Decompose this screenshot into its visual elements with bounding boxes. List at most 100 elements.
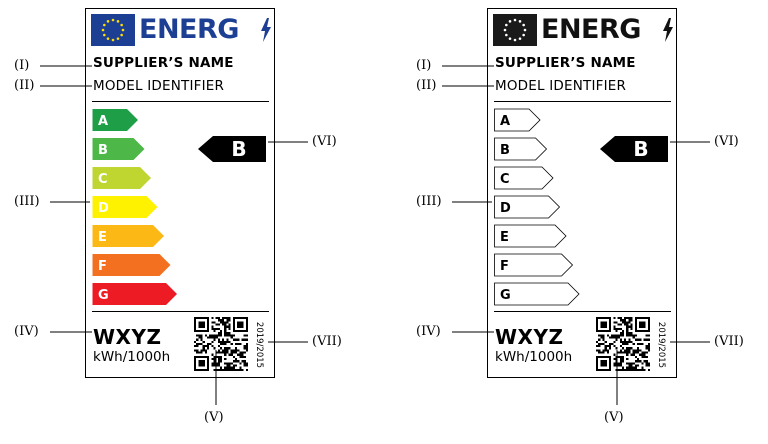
energy-class-f: F	[92, 254, 171, 276]
callout-i: (I)	[416, 58, 432, 73]
flag-star	[103, 23, 106, 27]
energy-class-letter: B	[98, 143, 108, 158]
energy-class-d: D	[92, 196, 158, 218]
model-identifier: MODEL IDENTIFIER	[495, 78, 627, 94]
energy-class-c: C	[92, 167, 151, 189]
flag-star	[101, 28, 105, 32]
energy-consumption-value: WXYZ	[93, 325, 162, 349]
flag-star	[513, 18, 517, 22]
flag-star	[120, 33, 123, 37]
energy-consumption-unit: kWh/1000h	[495, 349, 573, 365]
divider-top	[494, 101, 671, 102]
callout-iii: (III)	[14, 194, 40, 209]
supplier-name: SUPPLIER’S NAME	[495, 55, 636, 71]
lightning-bolt-icon	[663, 18, 673, 42]
energy-class-letter: B	[500, 143, 510, 158]
callout-ii: (II)	[14, 78, 35, 93]
energy-class-a: A	[494, 108, 541, 132]
energy-class-bar	[92, 254, 171, 276]
eu-flag-icon	[91, 14, 135, 46]
callout-v: (V)	[604, 410, 624, 425]
callout-vi: (VI)	[714, 134, 739, 149]
callout-iii: (III)	[416, 194, 442, 209]
energy-class-b: B	[92, 138, 145, 160]
divider-bottom	[494, 311, 671, 312]
flag-star	[523, 28, 527, 32]
energy-class-letter: C	[500, 172, 510, 187]
qr-code-icon	[194, 317, 248, 371]
callout-i: (I)	[14, 58, 30, 73]
energy-class-a: A	[92, 109, 138, 131]
callout-vii: (VII)	[312, 334, 342, 349]
energy-class-b: B	[494, 137, 548, 161]
callout-vi: (VI)	[312, 134, 337, 149]
flag-star	[111, 38, 115, 42]
energy-class-letter: E	[98, 230, 107, 245]
indicated-class-arrow: B	[600, 136, 668, 162]
energy-class-bar	[92, 283, 177, 305]
flag-star	[522, 23, 525, 27]
flag-star	[116, 20, 120, 23]
energy-class-bar	[494, 195, 561, 219]
model-identifier: MODEL IDENTIFIER	[93, 78, 225, 94]
energy-class-d: D	[494, 195, 561, 219]
energy-class-letter: D	[98, 201, 109, 216]
energy-class-bar	[494, 137, 548, 161]
divider-bottom	[92, 311, 269, 312]
flag-star	[522, 33, 525, 37]
indicated-class-letter: B	[231, 137, 246, 161]
regulation-number: 2019/2015	[254, 321, 264, 369]
flag-star	[120, 23, 123, 27]
flag-star	[508, 20, 512, 23]
energy-consumption-value: WXYZ	[495, 325, 564, 349]
energy-class-letter: A	[98, 114, 108, 129]
supplier-name: SUPPLIER’S NAME	[93, 55, 234, 71]
energy-class-bar	[92, 225, 164, 247]
energy-label-color: ENERG SUPPLIER’S NAME MODEL IDENTIFIER A…	[85, 8, 275, 378]
flag-star	[116, 37, 120, 40]
callout-v: (V)	[204, 410, 224, 425]
energy-class-bar	[92, 138, 145, 160]
energy-class-bar	[92, 109, 138, 131]
flag-star	[513, 38, 517, 42]
energy-class-e: E	[494, 224, 567, 248]
energy-class-letter: G	[500, 288, 511, 303]
divider-top	[92, 101, 269, 102]
callout-ii: (II)	[416, 78, 437, 93]
energy-class-f: F	[494, 253, 574, 277]
energy-class-bar	[494, 224, 567, 248]
energy-label-mono: ENERG SUPPLIER’S NAME MODEL IDENTIFIER A…	[487, 8, 677, 378]
eu-flag-icon	[493, 14, 537, 46]
energy-class-letter: D	[500, 201, 511, 216]
energy-class-bar	[494, 282, 580, 306]
energy-class-g: G	[494, 282, 580, 306]
flag-star	[505, 23, 508, 27]
indicated-class-arrow: B	[198, 136, 266, 162]
flag-star	[103, 33, 106, 37]
energy-class-letter: G	[98, 288, 109, 303]
energy-class-g: G	[92, 283, 177, 305]
energy-class-bar	[494, 166, 554, 190]
lightning-bolt-icon	[261, 18, 271, 42]
energy-class-letter: F	[98, 259, 107, 274]
qr-code-icon	[596, 317, 650, 371]
flag-star	[106, 20, 110, 23]
flag-stars	[503, 18, 527, 42]
flag-stars	[101, 18, 125, 42]
energy-class-letter: C	[98, 172, 108, 187]
energy-class-bar	[494, 108, 541, 132]
energy-class-letter: F	[500, 259, 509, 274]
callout-vii: (VII)	[714, 334, 744, 349]
callout-iv: (IV)	[416, 324, 441, 339]
callout-iv: (IV)	[14, 324, 39, 339]
energy-class-e: E	[92, 225, 164, 247]
brand-text: ENERG	[541, 14, 641, 45]
flag-star	[121, 28, 125, 32]
energy-class-letter: A	[500, 114, 510, 129]
energy-class-bar	[494, 253, 574, 277]
flag-star	[508, 37, 512, 40]
